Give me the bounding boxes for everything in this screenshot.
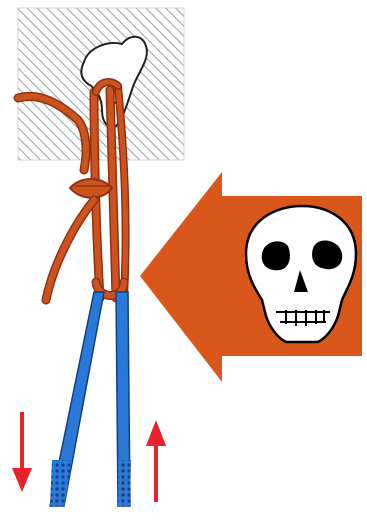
down-arrow-icon: [12, 412, 32, 492]
blue-rope: [50, 292, 131, 506]
up-arrow-icon: [146, 420, 166, 502]
